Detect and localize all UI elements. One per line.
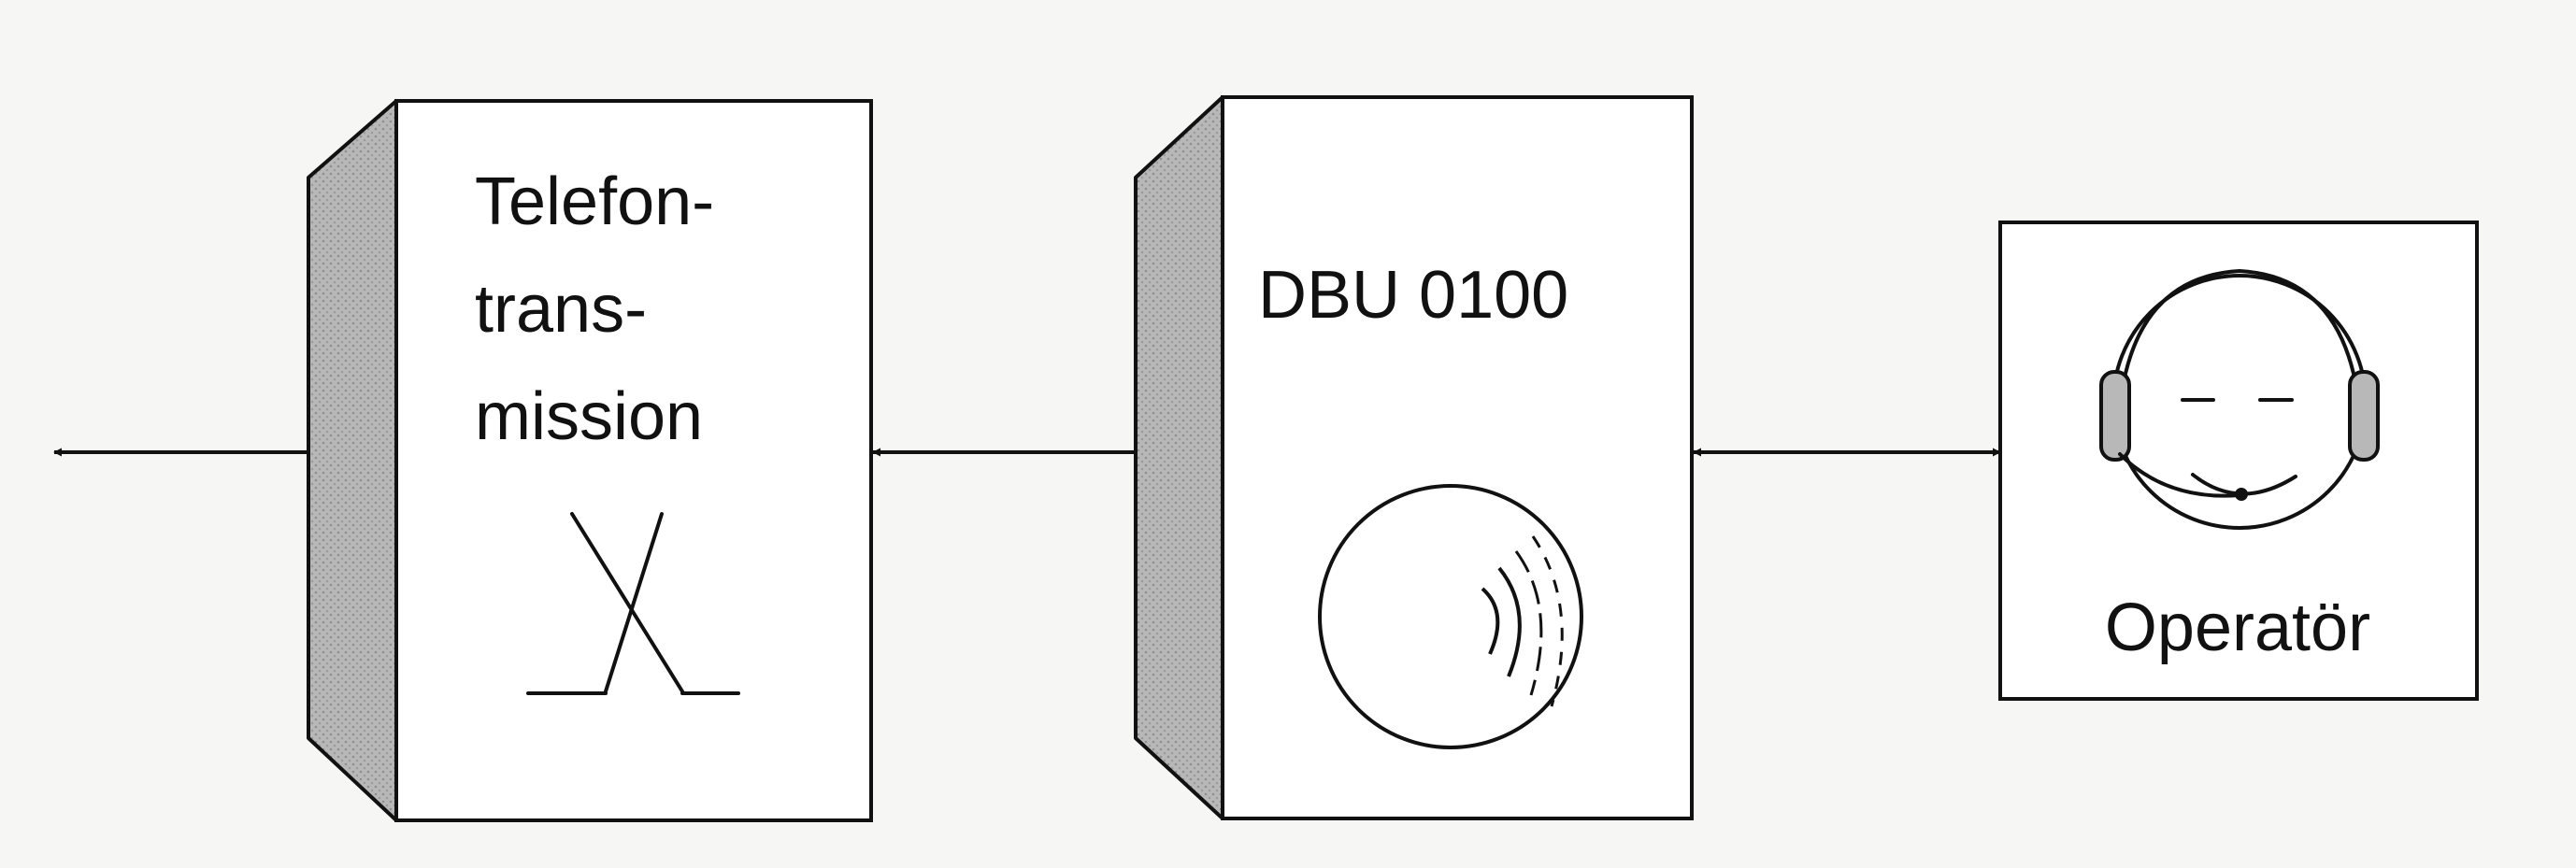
transmission-label-line-1: Telefon- [475, 164, 714, 239]
disc-icon [1318, 484, 1583, 749]
operator-block: Operatör [1998, 221, 2479, 701]
transmission-label-line-2: trans- [475, 272, 647, 347]
transmission-side-panel [307, 99, 398, 822]
switch-cross-icon [526, 512, 740, 695]
operator-headset-icon [2099, 268, 2380, 530]
dbu-side-panel [1134, 95, 1224, 820]
dbu-front [1221, 95, 1694, 820]
operator-label: Operatör [2105, 591, 2370, 665]
transmission-front [394, 99, 873, 822]
transmission-label-line-3: mission [475, 379, 703, 454]
dbu-label: DBU 0100 [1258, 258, 1568, 333]
dbu-block: DBU 0100 [1134, 95, 1694, 820]
transmission-block: Telefon- trans- mission [307, 99, 873, 822]
transmission-label: Telefon- trans- mission [475, 164, 733, 454]
